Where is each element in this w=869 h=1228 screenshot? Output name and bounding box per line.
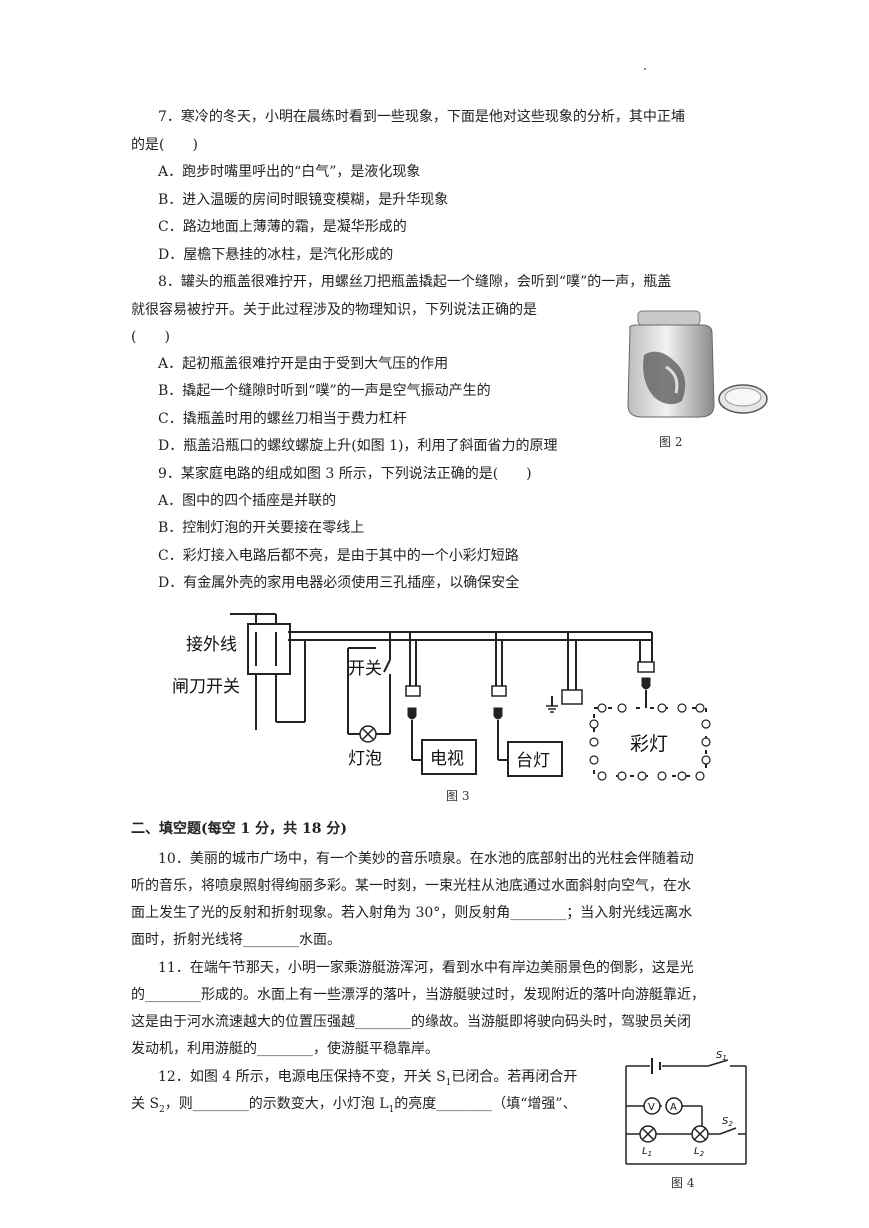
q7-option-a: A．跑步时嘴里呼出的“白气”，是液化现象 — [158, 164, 421, 180]
q9-option-d: D．有金属外壳的家用电器必须使用三孔插座，以确保安全 — [158, 575, 520, 591]
l2-label: L2 — [694, 1146, 705, 1158]
q9-option-c: C．彩灯接入电路后都不亮，是由于其中的一个小彩灯短路 — [158, 548, 519, 564]
tv-plug — [407, 707, 417, 720]
q9-stem: 9．某家庭电路的组成如图 3 所示，下列说法正确的是( ) — [158, 466, 532, 482]
q12-line2-sub2: 1 — [388, 1104, 395, 1115]
s1-label: S1 — [716, 1050, 727, 1062]
ammeter-symbol — [665, 1097, 683, 1115]
jar-lid-inner — [724, 387, 762, 407]
q12-line2-b: ，则________的示数变大，小灯泡 L — [164, 1096, 389, 1112]
bulb-cross-2 — [361, 727, 375, 741]
q8-stem-line3: ( ) — [131, 329, 170, 345]
page-dot — [644, 68, 646, 70]
label-bulb: 灯泡 — [348, 749, 382, 769]
figure4-circuit: V A S1 S2 L1 L2 — [625, 1050, 747, 1165]
mini-bulbs — [589, 703, 711, 781]
q8-stem-line1: 8．罐头的瓶盖很难拧开，用螺丝刀把瓶盖撬起一个缝隙，会听到“噗”的一声，瓶盖 — [158, 274, 672, 290]
q12-line2-sub: 2 — [159, 1104, 165, 1115]
lamp-box — [507, 741, 563, 777]
q12-line1-sub: 1 — [445, 1077, 452, 1088]
q9-option-b: B．控制灯泡的开关要接在零线上 — [158, 520, 365, 536]
tv-socket — [405, 685, 421, 697]
q10-line3: 面上发生了光的反射和折射现象。若入射角为 30°，则反射角________；当入… — [131, 905, 693, 921]
lamp-plug — [493, 707, 503, 720]
l1-label: L1 — [642, 1146, 652, 1158]
tv-box — [421, 739, 477, 775]
voltmeter-label: V — [648, 1102, 655, 1113]
l2-cross-2 — [693, 1127, 707, 1141]
s2-label: S2 — [722, 1116, 733, 1128]
q12-line1: 12．如图 4 所示，电源电压保持不变，开关 S1已闭合。若再闭合开 — [158, 1068, 577, 1092]
q8-option-d: D．瓶盖沿瓶口的螺纹螺旋上升(如图 1)，利用了斜面省力的原理 — [158, 438, 558, 454]
q10-line4: 面时，折射光线将________水面。 — [131, 932, 341, 948]
q7-stem-line2: 的是( ) — [131, 137, 198, 153]
q8-option-c: C．撬瓶盖时用的螺丝刀相当于费力杠杆 — [158, 411, 407, 427]
q8-option-b: B．撬起一个缝隙时听到“噗”的一声是空气振动产生的 — [158, 383, 491, 399]
knife-switch-box — [247, 623, 291, 675]
q7-option-d: D．屋檐下悬挂的冰柱，是汽化形成的 — [158, 247, 394, 263]
jar-figure — [627, 310, 768, 418]
label-lamp: 台灯 — [516, 751, 550, 771]
q10-line1: 10．美丽的城市广场中，有一个美妙的音乐喷泉。在水池的底部射出的光柱会伴随着动 — [158, 851, 694, 867]
figure4-caption: 图 4 — [671, 1176, 695, 1190]
q11-line1: 11．在端午节那天，小明一家乘游艇游浑河，看到水中有岸边美丽景色的倒影，这是光 — [158, 960, 694, 976]
jar-fruit-highlight — [665, 365, 679, 394]
q11-line2: 的________形成的。水面上有一些漂浮的落叶，当游艇驶过时，发现附近的落叶向… — [131, 987, 705, 1003]
label-tv: 电视 — [430, 749, 464, 769]
switch-s2 — [719, 1127, 737, 1135]
q7-option-c: C．路边地面上薄薄的霜，是凝华形成的 — [158, 219, 407, 235]
figure2-caption: 图 2 — [659, 435, 683, 449]
section2-heading: 二、填空题(每空 1 分，共 18 分) — [131, 821, 347, 837]
three-hole-socket — [561, 689, 583, 705]
q12-line1-b: 已闭合。若再闭合开 — [451, 1069, 578, 1085]
label-string-lights: 彩灯 — [630, 733, 668, 755]
lights-socket — [637, 661, 655, 673]
voltmeter-symbol — [643, 1097, 661, 1115]
q7-option-b: B．进入温暖的房间时眼镜变模糊，是升华现象 — [158, 192, 449, 208]
q12-line1-a: 12．如图 4 所示，电源电压保持不变，开关 S — [158, 1069, 446, 1085]
wall-switch — [383, 659, 391, 673]
switch-s1 — [707, 1059, 729, 1067]
jar-rim — [637, 310, 701, 326]
lamp-socket — [491, 685, 507, 697]
ammeter-label: A — [670, 1102, 677, 1113]
household-circuit-figure: 接外线 闸刀开关 开关 灯泡 电视 台灯 彩灯 — [172, 613, 711, 781]
q7-stem-line1: 7．寒冷的冬天，小明在晨练时看到一些现象，下面是他对这些现象的分析，其中正埔 — [158, 109, 685, 125]
q11-line4: 发动机，利用游艇的________，使游艇平稳靠岸。 — [131, 1041, 439, 1057]
label-outer-line: 接外线 — [186, 635, 237, 655]
l1-cross-2 — [641, 1127, 655, 1141]
q12-line2: 关 S2，则________的示数变大，小灯泡 L1的亮度________（填“… — [131, 1095, 577, 1119]
label-switch: 开关 — [348, 659, 382, 679]
q11-line3: 这是由于河水流速越大的位置压强越________的缘故。当游艇即将驶向码头时，驾… — [131, 1014, 691, 1030]
q12-line2-a: 关 S — [131, 1096, 160, 1112]
figure3-caption: 图 3 — [446, 789, 470, 803]
lights-plug — [641, 677, 651, 690]
q9-option-a: A．图中的四个插座是并联的 — [158, 493, 337, 509]
q8-option-a: A．起初瓶盖很难拧开是由于受到大气压的作用 — [158, 356, 449, 372]
q12-line2-c: 的亮度________（填“增强”、 — [394, 1096, 577, 1112]
jar-contents — [643, 351, 686, 405]
q8-stem-line2: 就很容易被拧开。关于此过程涉及的物理知识，下列说法正确的是 — [131, 302, 537, 318]
q10-line2: 听的音乐，将喷泉照射得绚丽多彩。某一时刻，一束光柱从池底通过水面斜射向空气，在水 — [131, 878, 691, 894]
label-knife-switch: 闸刀开关 — [172, 677, 240, 697]
